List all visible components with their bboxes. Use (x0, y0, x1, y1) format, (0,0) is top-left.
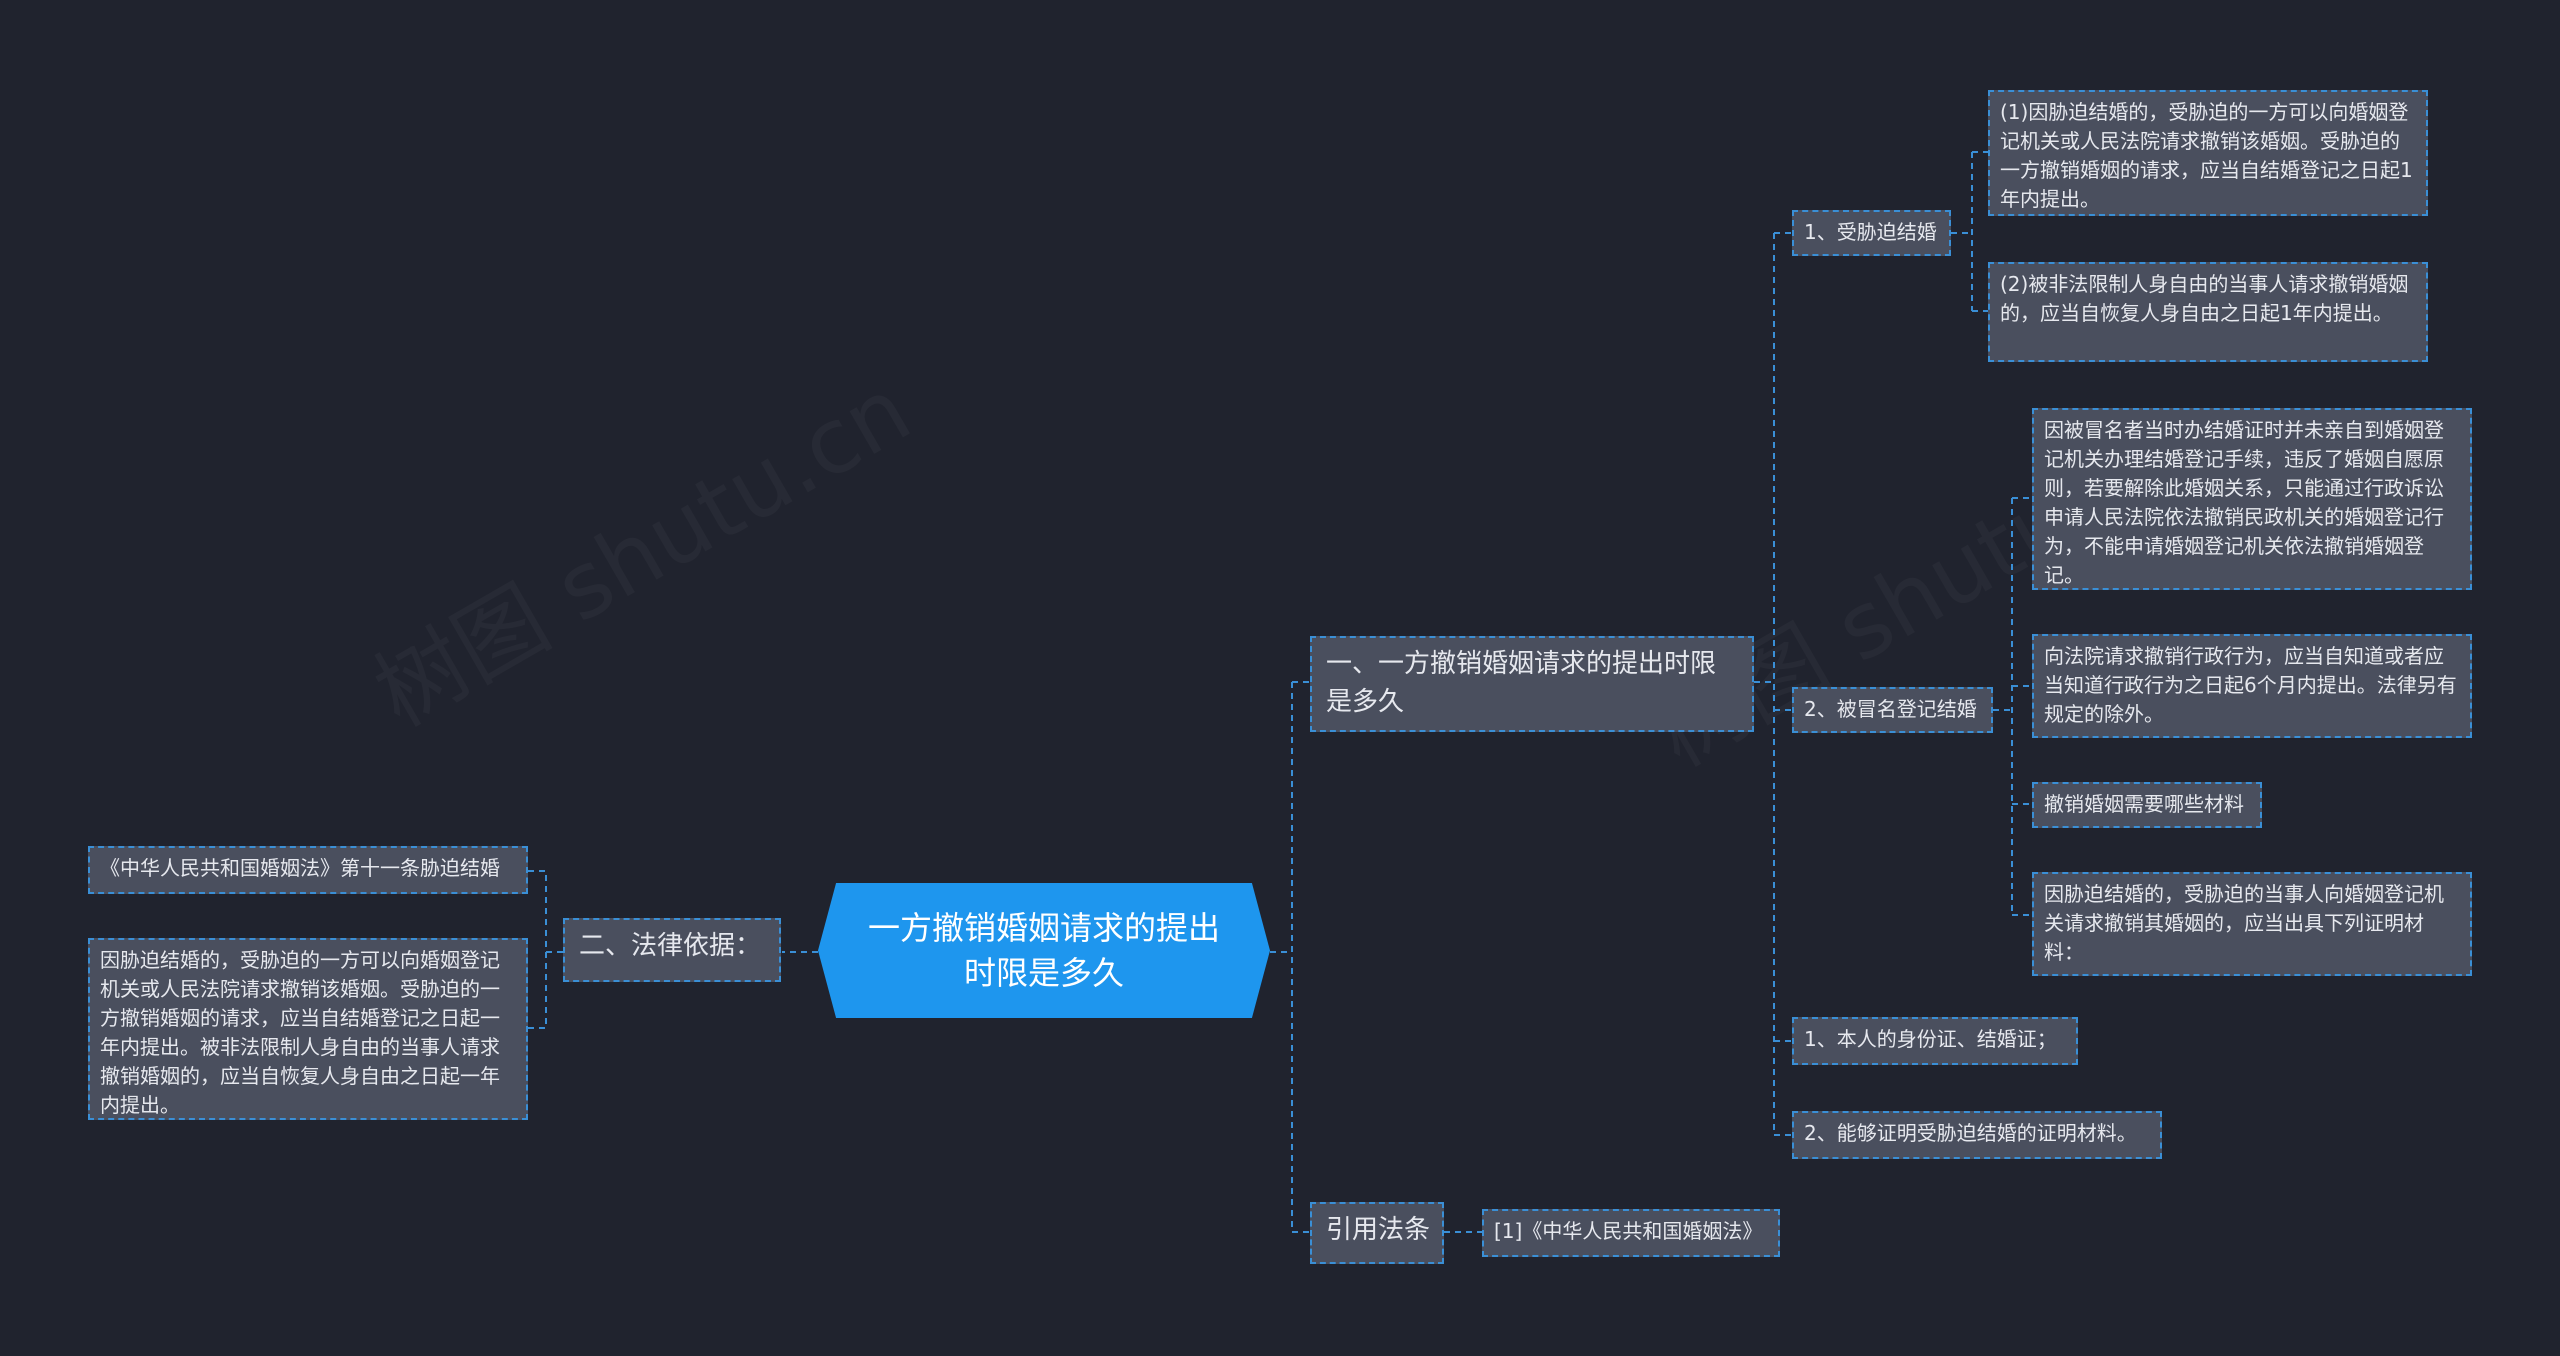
connector-sub1-items (1951, 151, 1988, 312)
sub-id-documents[interactable]: 1、本人的身份证、结婚证； (1792, 1017, 2078, 1065)
legal-basis-item-1[interactable]: 《中华人民共和国婚姻法》第十一条胁迫结婚 (88, 846, 528, 894)
root-topic-label: 一方撤销婚姻请求的提出时限是多久 (867, 908, 1220, 992)
root-topic[interactable]: 一方撤销婚姻请求的提出时限是多久 (818, 883, 1270, 1018)
coerced-item-2[interactable]: (2)被非法限制人身自由的当事人请求撤销婚姻的，应当自恢复人身自由之日起1年内提… (1988, 262, 2428, 362)
branch-time-limit-label: 一、一方撤销婚姻请求的提出时限是多久 (1326, 649, 1717, 717)
impersonation-item-3[interactable]: 撤销婚姻需要哪些材料 (2032, 782, 2262, 828)
branch-cited-law[interactable]: 引用法条 (1310, 1202, 1444, 1264)
branch-legal-basis-label: 二、法律依据： (579, 931, 762, 961)
impersonation-item-1[interactable]: 因被冒名者当时办结婚证时并未亲自到婚姻登记机关办理结婚登记手续，违反了婚姻自愿原… (2032, 408, 2472, 590)
cited-law-item[interactable]: [1]《中华人民共和国婚姻法》 (1482, 1209, 1780, 1257)
legal-basis-item-2[interactable]: 因胁迫结婚的，受胁迫的一方可以向婚姻登记机关或人民法院请求撤销该婚姻。受胁迫的一… (88, 938, 528, 1120)
sub-coercion-proof[interactable]: 2、能够证明受胁迫结婚的证明材料。 (1792, 1111, 2162, 1159)
branch-legal-basis[interactable]: 二、法律依据： (563, 918, 781, 982)
connector-root-right (1270, 681, 1310, 1233)
connector-left-items (528, 870, 563, 1029)
sub-impersonated-registration[interactable]: 2、被冒名登记结婚 (1792, 687, 1993, 733)
branch-time-limit[interactable]: 一、一方撤销婚姻请求的提出时限是多久 (1310, 636, 1754, 732)
coerced-item-1[interactable]: (1)因胁迫结婚的，受胁迫的一方可以向婚姻登记机关或人民法院请求撤销该婚姻。受胁… (1988, 90, 2428, 216)
impersonation-item-2[interactable]: 向法院请求撤销行政行为，应当自知道或者应当知道行政行为之日起6个月内提出。法律另… (2032, 634, 2472, 738)
impersonation-item-4[interactable]: 因胁迫结婚的，受胁迫的当事人向婚姻登记机关请求撤销其婚姻的，应当出具下列证明材料… (2032, 872, 2472, 976)
sub-coerced-marriage[interactable]: 1、受胁迫结婚 (1792, 210, 1951, 256)
connector-sub2-items (1993, 497, 2032, 916)
connector-branch1-subs (1754, 232, 1792, 1136)
